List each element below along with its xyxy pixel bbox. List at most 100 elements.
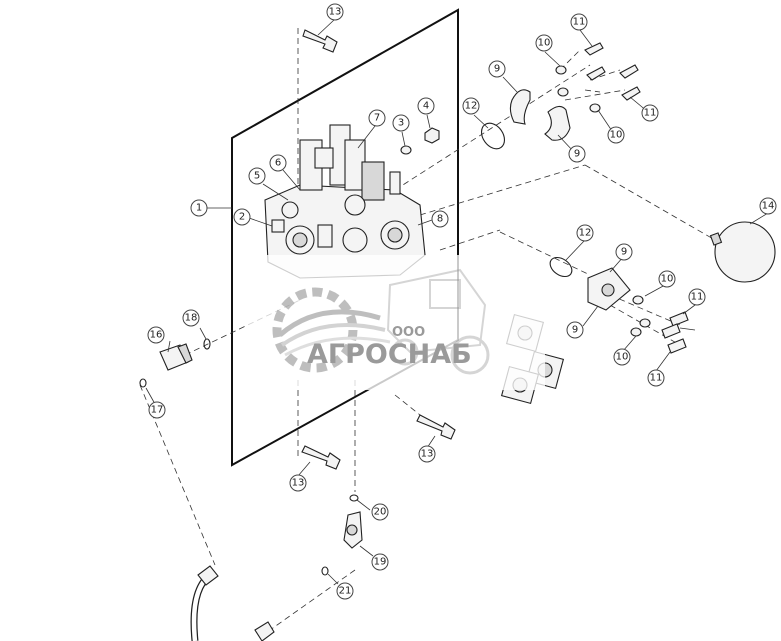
gear-logo-icon	[272, 287, 391, 373]
svg-text:10: 10	[616, 352, 629, 363]
callout-7: 7	[368, 109, 386, 127]
washer-lower-3-icon	[630, 327, 642, 337]
accumulator-icon	[709, 221, 776, 283]
control-valve-icon	[264, 124, 426, 279]
svg-text:11: 11	[644, 108, 657, 119]
callout-11-b: 11	[641, 104, 659, 122]
callout-11-a: 11	[570, 13, 588, 31]
bolt-13-lower-right-icon	[416, 414, 456, 440]
tractor-logo-icon	[386, 268, 490, 375]
o-ring-lower-icon	[549, 256, 573, 278]
callout-16: 16	[147, 326, 165, 344]
o-ring-top-icon	[480, 122, 506, 150]
svg-text:17: 17	[151, 405, 164, 416]
washer-icon	[400, 145, 412, 155]
svg-text:10: 10	[661, 274, 674, 285]
callout-19: 19	[371, 553, 389, 571]
callout-1: 1	[190, 199, 208, 217]
svg-text:8: 8	[437, 214, 443, 225]
callout-13-a: 13	[326, 3, 344, 21]
bolt-11-top-4-icon	[621, 86, 641, 101]
callouts: 1 2 3 4 5 6 7 8 9 9 9 9 10 10 10 10 11 1…	[147, 3, 777, 600]
callout-13-c: 13	[418, 445, 436, 463]
bolt-11-lower-3-icon	[667, 338, 687, 354]
bolt-11-top-3-icon	[619, 64, 639, 79]
washer-lower-1-icon	[632, 295, 644, 305]
callout-10-d: 10	[613, 348, 631, 366]
callout-20: 20	[371, 503, 389, 521]
seal-20-icon	[349, 494, 359, 502]
flange-bore-icon	[601, 283, 615, 297]
callout-21: 21	[336, 582, 354, 600]
bolt-11-lower-1-icon	[669, 311, 689, 327]
fitting-icon	[159, 343, 193, 371]
washer-top-2-icon	[557, 87, 569, 97]
callout-10-c: 10	[658, 270, 676, 288]
callout-18: 18	[182, 309, 200, 327]
washer-top-3-icon	[589, 103, 601, 113]
svg-text:9: 9	[494, 64, 500, 75]
svg-text:12: 12	[465, 101, 478, 112]
svg-text:10: 10	[610, 130, 623, 141]
callout-3: 3	[392, 114, 410, 132]
elbow-fitting-icon	[343, 511, 363, 549]
callout-8: 8	[431, 210, 449, 228]
svg-text:13: 13	[292, 478, 305, 489]
svg-text:7: 7	[374, 113, 380, 124]
svg-text:11: 11	[573, 17, 586, 28]
bolt-13-lower-left-icon	[301, 445, 341, 470]
svg-text:9: 9	[572, 325, 578, 336]
svg-text:12: 12	[579, 228, 592, 239]
o-ring-18-icon	[203, 338, 211, 350]
callout-10-b: 10	[607, 126, 625, 144]
svg-text:9: 9	[621, 247, 627, 258]
o-ring-17-icon	[139, 378, 147, 388]
callout-14: 14	[759, 197, 777, 215]
svg-text:18: 18	[185, 313, 198, 324]
svg-text:19: 19	[374, 557, 387, 568]
seal-21-icon	[321, 566, 329, 576]
callout-13-b: 13	[289, 474, 307, 492]
svg-text:4: 4	[423, 101, 429, 112]
callout-6: 6	[269, 154, 287, 172]
watermark-prefix: ООО	[392, 325, 425, 340]
svg-text:13: 13	[329, 7, 342, 18]
svg-text:13: 13	[421, 449, 434, 460]
callout-17: 17	[148, 401, 166, 419]
flange-half-upper-icon	[509, 89, 531, 125]
svg-text:20: 20	[374, 507, 387, 518]
callout-9-d: 9	[566, 321, 584, 339]
hose-icon	[190, 565, 275, 641]
svg-text:9: 9	[574, 149, 580, 160]
bolt-11-lower-2-icon	[661, 323, 681, 339]
callout-2: 2	[233, 208, 251, 226]
flange-half-lower-icon	[544, 105, 571, 141]
svg-text:11: 11	[650, 373, 663, 384]
svg-text:5: 5	[254, 171, 260, 182]
svg-text:6: 6	[275, 158, 281, 169]
callout-9-b: 9	[568, 145, 586, 163]
callout-12-b: 12	[576, 224, 594, 242]
callout-11-d: 11	[647, 369, 665, 387]
svg-text:1: 1	[196, 203, 202, 214]
nut-icon	[424, 127, 440, 144]
svg-text:16: 16	[150, 330, 163, 341]
watermark-company-name: АГРОСНАБ	[307, 339, 472, 370]
svg-text:10: 10	[538, 38, 551, 49]
washer-lower-2-icon	[639, 318, 651, 328]
svg-text:3: 3	[398, 118, 404, 129]
svg-text:14: 14	[762, 201, 775, 212]
callout-10-a: 10	[535, 34, 553, 52]
callout-4: 4	[417, 97, 435, 115]
bolt-11-top-1-icon	[584, 42, 604, 56]
callout-9-a: 9	[488, 60, 506, 78]
callout-5: 5	[248, 167, 266, 185]
washer-top-1-icon	[555, 65, 567, 75]
bolt-13-top-icon	[302, 29, 338, 53]
agrosnab-watermark: ООО АГРОСНАБ	[245, 255, 545, 390]
callout-9-c: 9	[615, 243, 633, 261]
bolt-11-top-2-icon	[586, 66, 606, 81]
callout-11-c: 11	[688, 288, 706, 306]
svg-text:11: 11	[691, 292, 704, 303]
